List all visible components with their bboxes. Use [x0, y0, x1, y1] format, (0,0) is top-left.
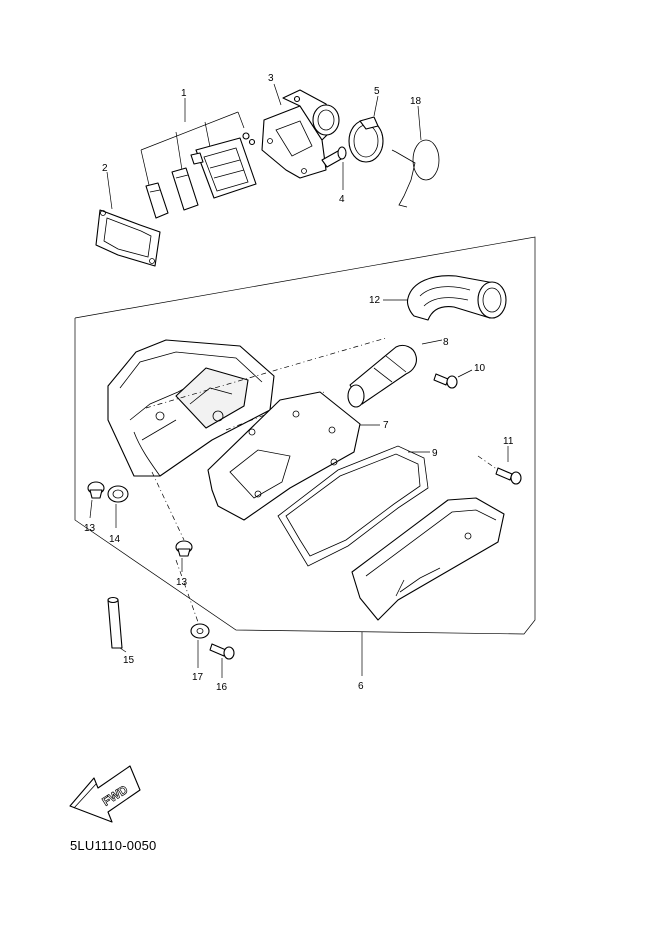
air-box-cover — [351, 497, 505, 621]
reed-valve-body — [190, 132, 257, 199]
callout-15: 15 — [123, 655, 135, 666]
callout-4: 4 — [339, 194, 345, 205]
wire-spring-part-18 — [391, 105, 440, 208]
callout-7: 7 — [383, 420, 389, 431]
callout-6: 6 — [358, 681, 364, 692]
drawing-code: 5LU1110-0050 — [70, 838, 157, 853]
part-1-bracket — [140, 98, 245, 186]
callout-5: 5 — [374, 86, 380, 97]
gasket-part-2 — [95, 171, 161, 267]
screw-part-4 — [321, 146, 347, 190]
snorkel-part-8 — [347, 339, 443, 408]
callout-8: 8 — [443, 337, 449, 348]
assembly-6-outline — [74, 236, 536, 676]
callout-13-lower: 13 — [176, 577, 188, 588]
callout-10: 10 — [474, 363, 486, 374]
washer-part-17 — [190, 623, 210, 668]
fwd-arrow-icon: FWD — [69, 765, 141, 823]
bolt-part-16 — [175, 559, 235, 678]
intake-duct-part-12 — [383, 275, 507, 321]
hose-clamp-part-5 — [348, 95, 384, 163]
callout-9: 9 — [432, 448, 438, 459]
drain-tube-part-15 — [107, 596, 127, 653]
callout-14: 14 — [109, 534, 121, 545]
callout-12: 12 — [369, 295, 381, 306]
plate-part-7 — [207, 391, 380, 521]
callout-11: 11 — [503, 436, 514, 447]
screw-part-10 — [433, 369, 473, 389]
callout-2: 2 — [102, 163, 108, 174]
callout-18: 18 — [410, 96, 422, 107]
grommet-part-13-lower — [175, 540, 193, 572]
callout-17: 17 — [192, 672, 204, 683]
gasket-part-9 — [277, 445, 430, 567]
callout-1: 1 — [181, 88, 187, 99]
intake-manifold-part-3 — [261, 83, 340, 179]
callout-labels: 1 2 3 4 5 18 12 8 10 7 9 11 13 14 13 15 … — [84, 73, 514, 693]
reed-petals — [145, 167, 199, 219]
callout-3: 3 — [268, 73, 274, 84]
callout-16: 16 — [216, 682, 228, 693]
screw-part-11 — [477, 446, 522, 485]
grommet-part-13-left — [87, 481, 105, 519]
callout-13-left: 13 — [84, 523, 96, 534]
grommet-part-14 — [107, 485, 129, 528]
